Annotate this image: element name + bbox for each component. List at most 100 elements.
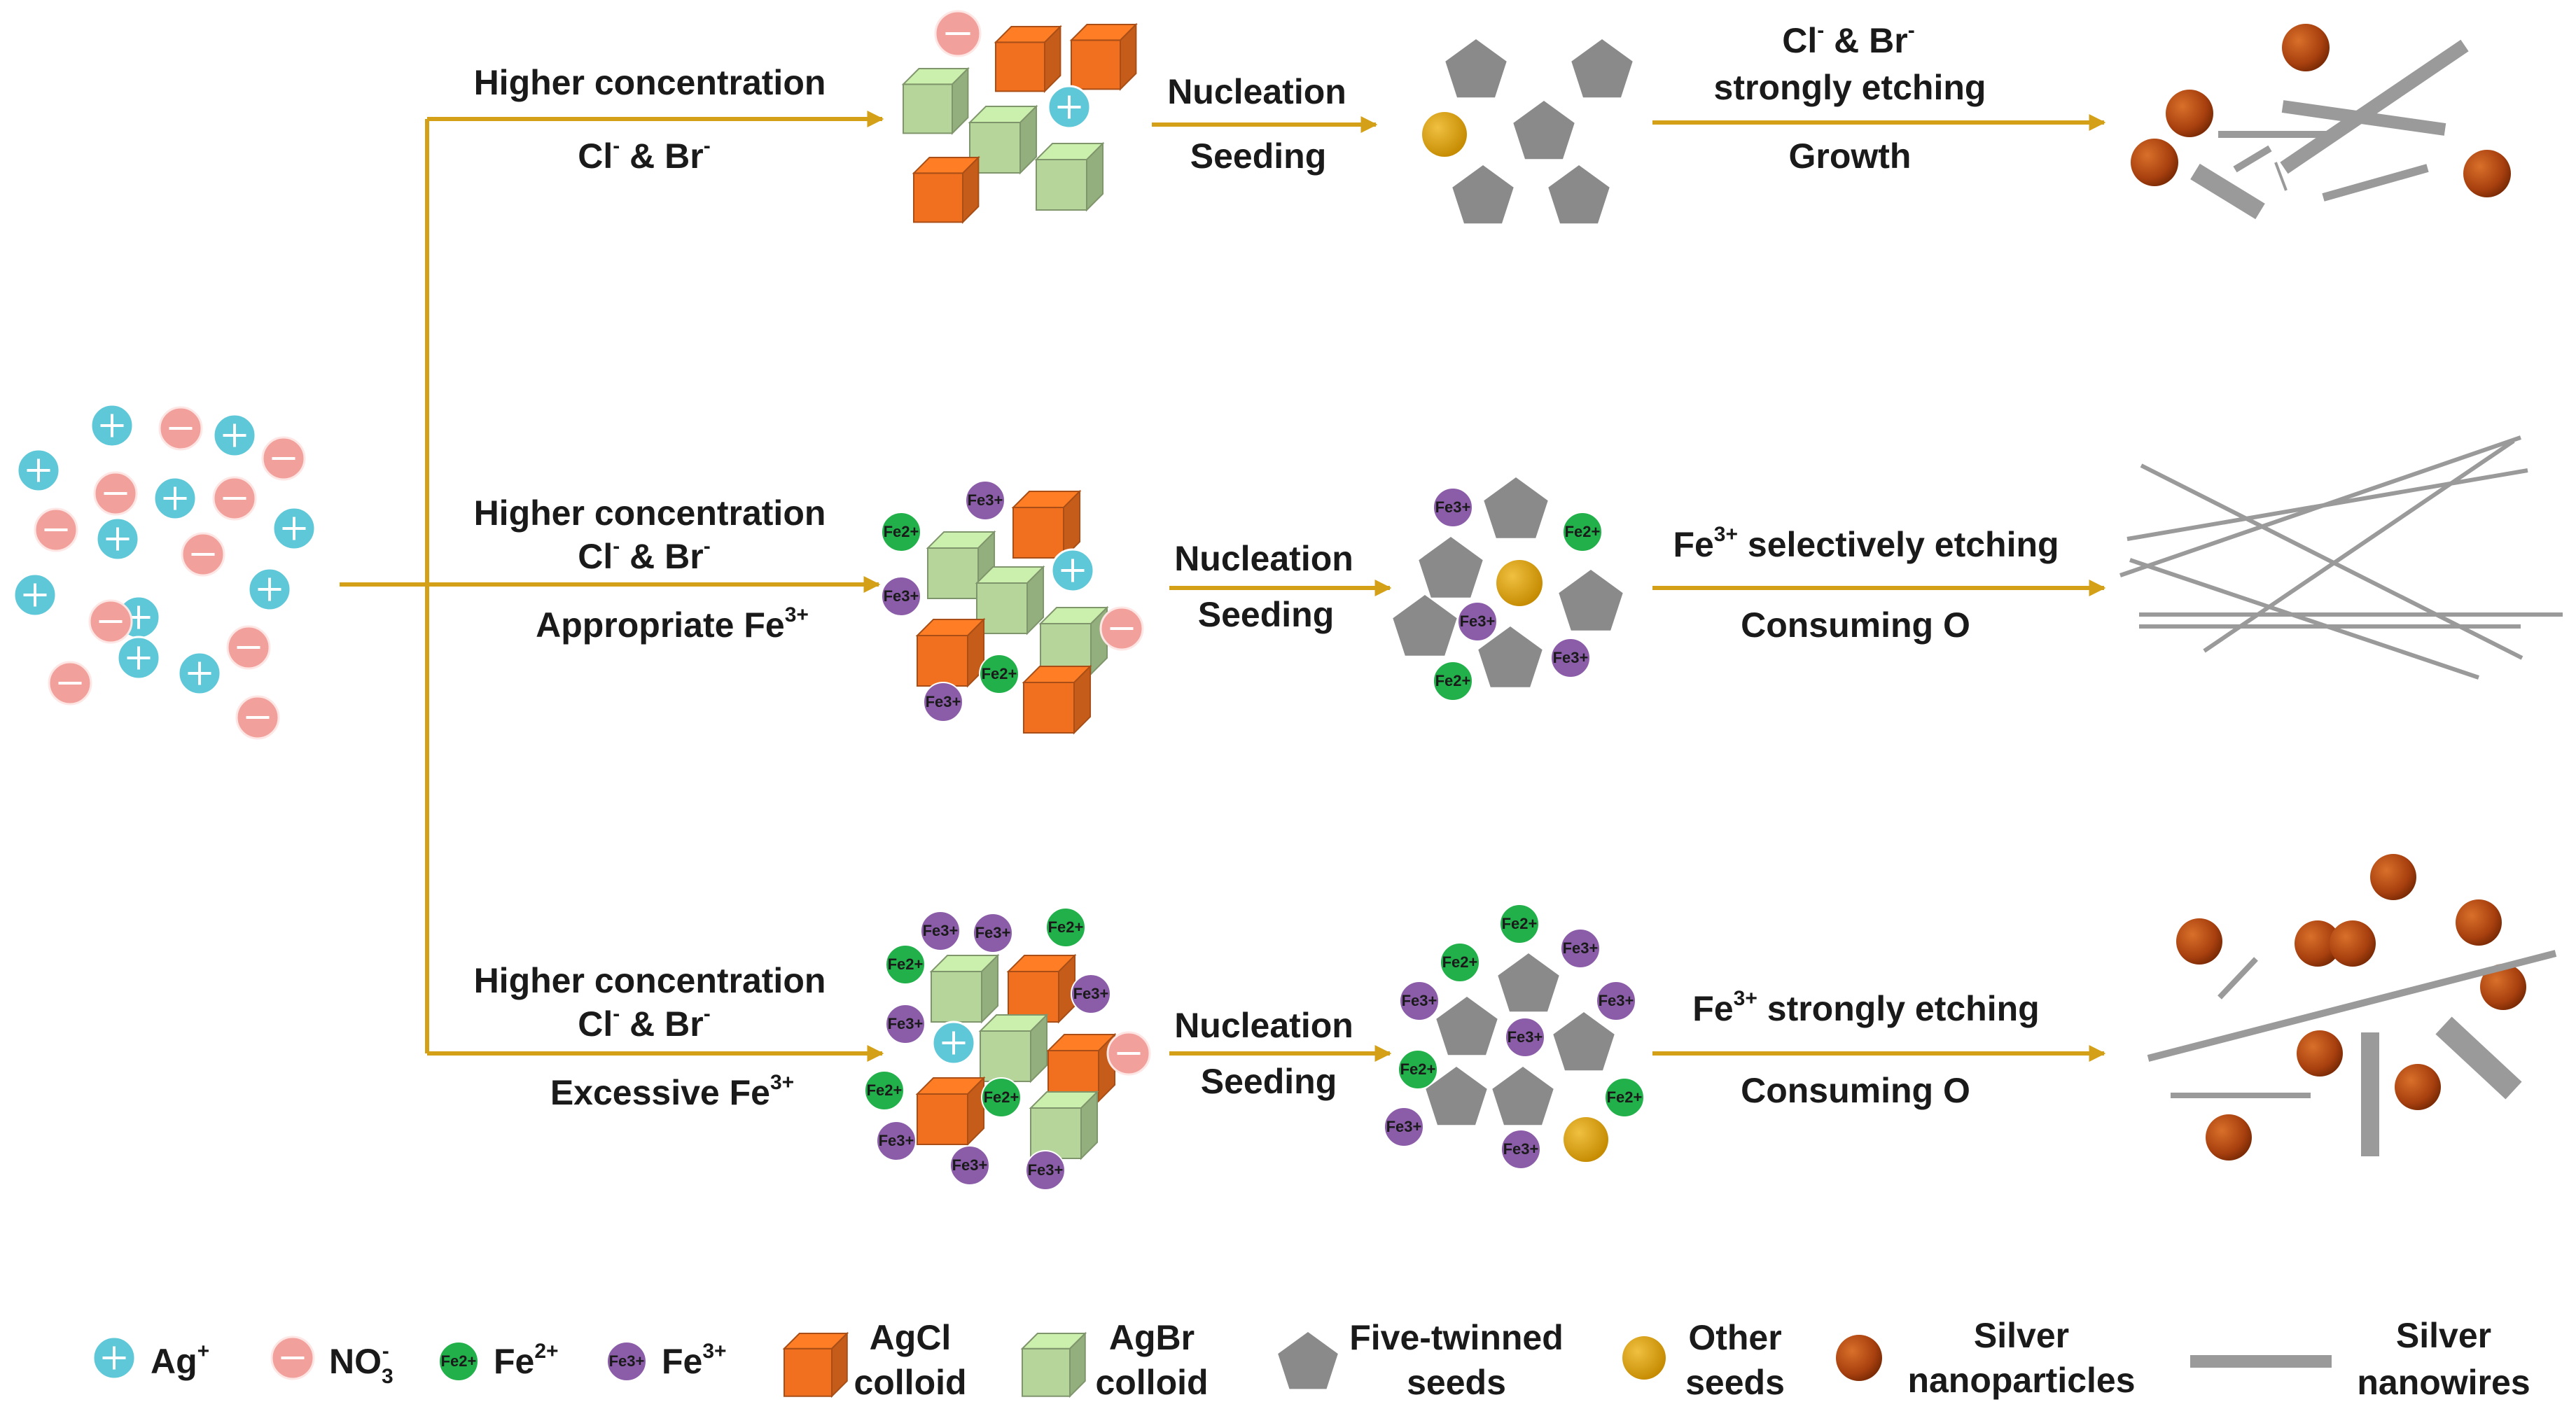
fe3-ion-icon: Fe3+	[1457, 601, 1498, 642]
row2-products	[2119, 435, 2563, 680]
five-twinned-seed-icon	[1436, 997, 1498, 1056]
svg-text:Fe2+: Fe2+	[1607, 1088, 1643, 1106]
svg-text:Fe3+: Fe3+	[884, 587, 919, 605]
legend-agcl-line2: colloid	[854, 1363, 966, 1402]
fe3-ion-icon: Fe3+	[1596, 981, 1636, 1021]
row1-colloid-cluster	[901, 10, 1138, 224]
fe2-ion-icon: Fe2+	[438, 1341, 479, 1382]
five-twinned-seed-icon	[1559, 570, 1623, 631]
row3-colloid-cluster: Fe3+Fe3+Fe2+Fe2+Fe3+Fe3+Fe2+Fe2+Fe3+Fe3+…	[864, 907, 1151, 1191]
fe2-ion-icon: Fe2+	[885, 944, 926, 985]
ag-ion-icon	[116, 636, 161, 680]
fe2-ion-icon: Fe2+	[1045, 907, 1086, 948]
fe2-ion-icon: Fe2+	[881, 512, 921, 552]
agcl-colloid-icon	[1022, 664, 1092, 735]
row1-step2-top: Cl- & Br-	[1782, 19, 1914, 60]
initial-ion-cloud	[13, 403, 316, 740]
svg-text:Fe3+: Fe3+	[923, 922, 959, 939]
legend-ag-label: Ag+	[151, 1340, 209, 1381]
fe3-ion-icon: Fe3+	[965, 480, 1005, 521]
silver-nanowire-icon	[2322, 164, 2429, 202]
row3-branch-mid: Cl- & Br-	[578, 1002, 710, 1044]
no3-ion-icon	[934, 10, 982, 57]
fe3-ion-icon: Fe3+	[949, 1145, 990, 1186]
silver-nanowire-icon	[2281, 100, 2446, 136]
agbr-colloid-icon	[929, 953, 1000, 1024]
silver-nanowire-icon	[2274, 162, 2288, 191]
fe3-ion-icon: Fe3+	[1550, 638, 1591, 678]
fe3-ion-icon: Fe3+	[606, 1341, 647, 1382]
row3-labels: Higher concentration Cl- & Br- Excessive…	[474, 961, 2040, 1112]
five-twinned-seed-icon	[1478, 626, 1543, 687]
ag-ion-icon	[90, 403, 134, 448]
agbr-colloid-icon	[1020, 1331, 1087, 1399]
fe3-ion-icon: Fe3+	[973, 913, 1013, 953]
fe2-ion-icon: Fe2+	[979, 654, 1019, 694]
silver-nanoparticle-icon	[2297, 1030, 2343, 1077]
legend-fe2-label: Fe2+	[494, 1340, 559, 1381]
other-seed-icon	[1422, 112, 1467, 157]
five-twinned-seed-icon	[1492, 1067, 1554, 1126]
svg-text:Fe3+: Fe3+	[1508, 1028, 1543, 1046]
row1-seed-cluster	[1422, 39, 1633, 224]
other-seed-icon	[1496, 560, 1543, 606]
row3-step1-top: Nucleation	[1174, 1006, 1353, 1045]
five-twinned-seed-icon	[1452, 165, 1514, 224]
row3-step1-bottom: Seeding	[1201, 1062, 1337, 1101]
ag-ion-icon	[247, 567, 292, 612]
svg-text:Fe2+: Fe2+	[1502, 915, 1538, 932]
no3-ion-icon	[181, 532, 225, 577]
legend-other-line2: seeds	[1685, 1363, 1785, 1402]
legend-agcl-line1: AgCl	[870, 1318, 952, 1357]
agbr-colloid-icon	[926, 530, 996, 601]
five-twinned-seed-icon	[1426, 1067, 1487, 1126]
fe3-ion-icon: Fe3+	[885, 1004, 926, 1044]
ag-ion-icon	[212, 413, 257, 458]
ag-ion-icon	[16, 448, 61, 493]
row3-branch-bottom: Excessive Fe3+	[550, 1071, 794, 1112]
ag-ion-icon	[95, 517, 140, 561]
silver-nanowire-icon	[2435, 1016, 2522, 1100]
row1-step2-bottom: Growth	[1789, 136, 1912, 176]
five-twinned-seed-icon	[1498, 953, 1559, 1012]
five-twinned-seed-icon	[1445, 39, 1507, 98]
silver-nanoparticle-icon	[2456, 899, 2502, 946]
row1-products	[2131, 24, 2511, 220]
fe3-ion-icon: Fe3+	[1399, 981, 1440, 1021]
svg-text:Fe3+: Fe3+	[1460, 612, 1496, 630]
row2-step2-top: Fe3+ selectively etching	[1673, 523, 2059, 564]
svg-text:Fe2+: Fe2+	[884, 523, 919, 540]
five-twinned-seed-icon	[1278, 1332, 1338, 1389]
svg-text:Fe3+: Fe3+	[1563, 939, 1599, 957]
silver-nanowire-icon	[2129, 558, 2479, 680]
other-seed-icon	[1622, 1336, 1666, 1380]
no3-ion-icon	[34, 507, 78, 552]
silver-nanoparticle-icon	[2206, 1114, 2252, 1161]
five-twinned-seed-icon	[1571, 39, 1633, 98]
silver-nanoparticle-icon	[2370, 854, 2416, 900]
row3-branch-top: Higher concentration	[474, 961, 826, 1000]
no3-ion-icon	[235, 695, 280, 740]
no3-ion-icon	[158, 406, 203, 451]
no3-ion-icon	[1106, 1031, 1151, 1076]
agbr-colloid-icon	[1038, 605, 1109, 676]
svg-text:Fe2+: Fe2+	[888, 955, 924, 973]
row2-labels: Higher concentration Cl- & Br- Appropria…	[474, 493, 2059, 645]
silver-nanowire-icon	[2233, 145, 2272, 173]
row2-branch-mid: Cl- & Br-	[578, 535, 710, 576]
fe2-ion-icon: Fe2+	[1433, 661, 1473, 701]
fe2-ion-icon: Fe2+	[1398, 1049, 1438, 1090]
row2-step2-bottom: Consuming O	[1741, 605, 1970, 645]
legend-other-line1: Other	[1688, 1318, 1781, 1357]
svg-text:Fe3+: Fe3+	[926, 693, 961, 710]
silver-nanoparticle-icon	[2282, 24, 2330, 71]
legend-fe3-label: Fe3+	[662, 1340, 727, 1381]
fe3-ion-icon: Fe3+	[1560, 928, 1601, 969]
five-twinned-seed-icon	[1419, 537, 1483, 598]
row1-labels: Higher concentration Cl- & Br- Nucleatio…	[474, 19, 1986, 176]
svg-text:Fe2+: Fe2+	[1442, 953, 1478, 971]
no3-ion-icon	[48, 661, 92, 706]
svg-text:Fe2+: Fe2+	[867, 1081, 903, 1099]
ag-ion-icon	[92, 1336, 137, 1380]
svg-text:Fe3+: Fe3+	[1073, 985, 1109, 1002]
